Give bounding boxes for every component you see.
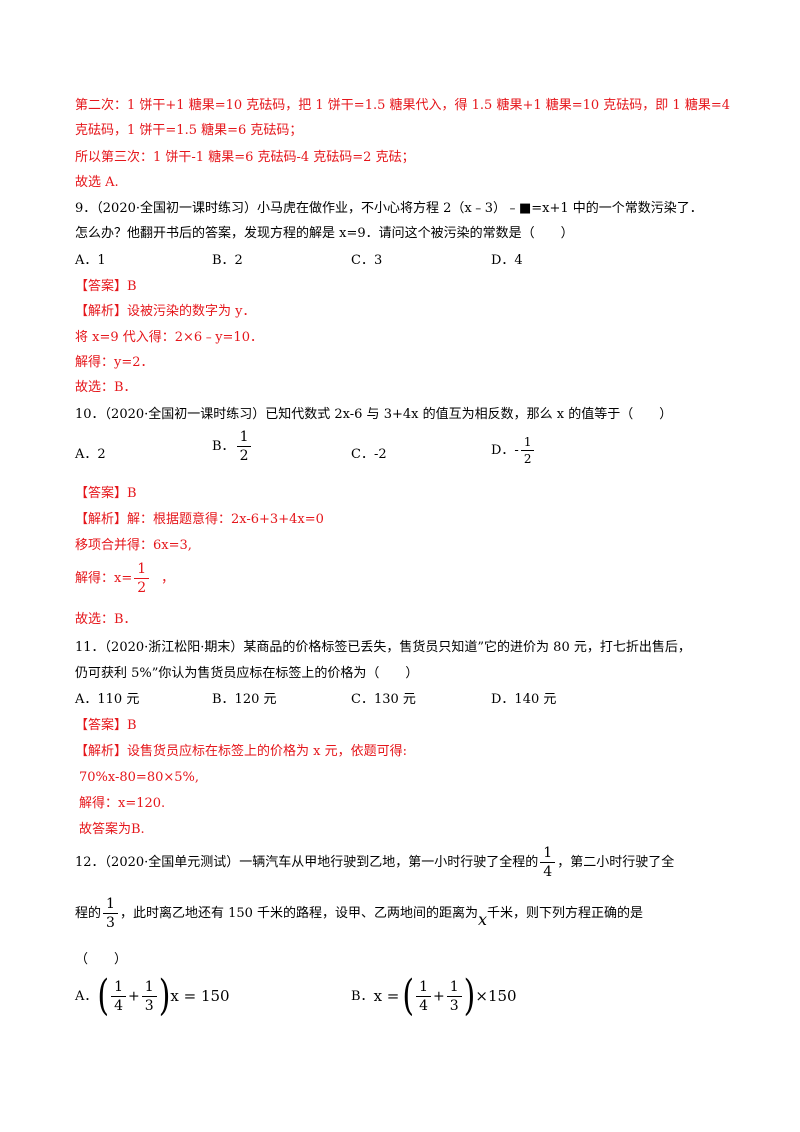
option-a-label: A． (75, 989, 98, 1004)
left-paren: ( (97, 971, 110, 1021)
analysis-line: 70%x-80=80×5%, (79, 770, 200, 785)
analysis-line: 【解析】设售货员应标在标签上的价格为 x 元，依题可得: (75, 744, 407, 759)
conclusion-line: 故选：B． (75, 380, 137, 395)
option-d-label: D．- (491, 443, 519, 458)
plus-sign: + (433, 988, 445, 1005)
question-9-stem: 怎么办？他翻开书后的答案，发现方程的解是 x=9．请问这个被污染的常数是（ ） (75, 226, 574, 241)
option-a: A．1 (75, 253, 106, 268)
variable-x: x (478, 910, 488, 929)
fraction-numerator: 1 (134, 562, 150, 579)
fraction-denominator: 2 (137, 580, 147, 596)
stem-text: 12．（2020·全国单元测试）一辆汽车从甲地行驶到乙地，第一小时行驶了全程的 (75, 855, 539, 870)
fraction-denominator: 3 (144, 998, 154, 1014)
option-d: D．4 (491, 253, 523, 268)
analysis-line: 克砝码，1 饼干=1.5 糖果=6 克砝码； (75, 123, 303, 138)
analysis-line: 所以第三次：1 饼干-1 糖果=6 克砝码-4 克砝码=2 克砝； (75, 150, 415, 165)
left-paren: ( (402, 971, 415, 1021)
option-a: A．110 元 (75, 692, 140, 707)
fraction-denominator: 3 (106, 915, 115, 931)
fraction-denominator: 4 (543, 864, 553, 880)
option-b-label: B． (212, 439, 235, 454)
question-12-stem: （ ） (75, 952, 128, 967)
stem-text: 程的 (75, 906, 102, 921)
stem-text: 千米，则下列方程正确的是 (487, 906, 644, 921)
analysis-line: 第二次：1 饼干+1 糖果=10 克砝码，把 1 饼干=1.5 糖果代入，得 1… (75, 98, 731, 113)
answer-label: 【答案】B (75, 486, 137, 501)
fraction-numerator: 1 (416, 980, 431, 997)
stem-text: ，此时离乙地还有 150 千米的路程，设甲、乙两地间的距离为 (119, 906, 479, 921)
stem-text: ，第二小时行驶了全 (557, 855, 675, 870)
question-10-stem: 10．（2020·全国初一课时练习）已知代数式 2x-6 与 3+4x 的值互为… (75, 407, 673, 422)
analysis-line: 解得：y=2． (75, 355, 154, 370)
fraction-numerator: 1 (141, 980, 157, 997)
fraction-numerator: 1 (236, 430, 252, 447)
fraction-numerator: 1 (103, 897, 118, 914)
question-9-stem: 9．（2020·全国初一课时练习）小马虎在做作业，不小心将方程 2（x﹣3）﹣■… (75, 201, 703, 216)
option-c: C．3 (351, 253, 383, 268)
fraction-numerator: 1 (111, 980, 127, 997)
fraction-numerator: 1 (540, 846, 556, 863)
equation-tail: x = 150 (170, 987, 230, 1005)
option-c: C．130 元 (351, 692, 416, 707)
fraction-denominator: 3 (449, 998, 459, 1014)
analysis-line: 将 x=9 代入得：2×6﹣y=10． (75, 330, 263, 345)
option-b: B．2 (212, 253, 243, 268)
right-paren: ) (158, 971, 171, 1021)
analysis-line: 移项合并得：6x=3, (75, 538, 192, 553)
conclusion-line: 故选：B． (75, 612, 137, 627)
right-paren: ) (463, 971, 476, 1021)
equation-tail: ×150 (475, 987, 517, 1005)
conclusion-line: 故选 A. (75, 175, 119, 190)
equation-head: x = (373, 987, 400, 1005)
answer-label: 【答案】B (75, 279, 137, 294)
option-d: D．140 元 (491, 692, 557, 707)
fraction-denominator: 4 (114, 998, 124, 1014)
question-11-stem: 11．（2020·浙江松阳·期末）某商品的价格标签已丢失，售货员只知道”它的进价… (75, 640, 691, 655)
step-suffix: ， (161, 571, 175, 586)
answer-label: 【答案】B (75, 718, 137, 733)
analysis-line: 解得：x=120. (79, 796, 166, 811)
analysis-line: 【解析】解：根据题意得：2x-6+3+4x=0 (75, 512, 324, 527)
fraction-denominator: 4 (419, 998, 428, 1014)
option-a: A．2 (75, 447, 106, 462)
option-b: B．120 元 (212, 692, 277, 707)
fraction-denominator: 2 (239, 448, 249, 464)
fraction-denominator: 2 (523, 452, 532, 466)
analysis-line: 【解析】设被污染的数字为 y． (75, 304, 256, 319)
option-c: C．-2 (351, 447, 387, 462)
step-prefix: 解得：x= (75, 571, 133, 586)
option-b-label: B． (351, 989, 374, 1004)
fraction-numerator: 1 (520, 436, 535, 451)
conclusion-line: 故答案为B. (79, 822, 145, 837)
question-11-stem: 仍可获利 5%”你认为售货员应标在标签上的价格为（ ） (75, 666, 419, 681)
fraction-numerator: 1 (446, 980, 462, 997)
plus-sign: + (128, 988, 140, 1005)
